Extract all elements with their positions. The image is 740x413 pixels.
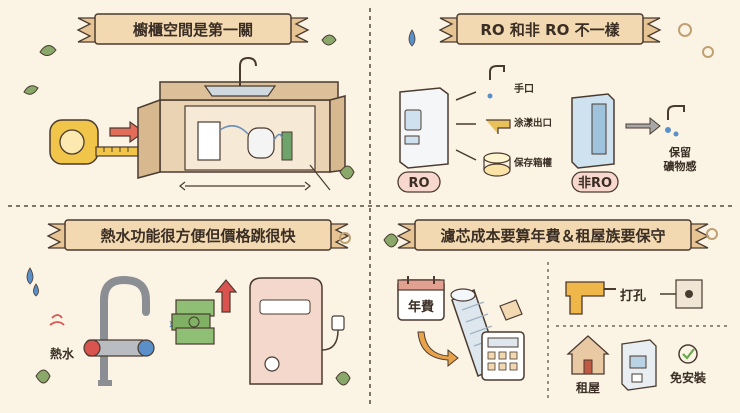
drill-label: 打孔 — [620, 288, 646, 304]
leaf-icon — [335, 371, 351, 386]
faucet-icon — [667, 105, 685, 120]
tape-measure-icon — [49, 119, 139, 165]
arrow-icon — [455, 91, 477, 101]
ro-badge — [397, 171, 441, 193]
leaf-icon — [321, 34, 337, 46]
hot-water-dispenser-icon — [249, 277, 345, 385]
sink-cabinet-illustration — [137, 56, 346, 191]
check-circle-icon — [678, 344, 698, 364]
calendar-icon — [397, 276, 445, 321]
hot-water-label: 熱水 — [50, 346, 75, 361]
gear-icon — [702, 46, 714, 58]
water-drop-icon — [665, 127, 671, 133]
non-ro-purifier-icon — [571, 93, 615, 169]
panel-hot-water: 熱水功能很方便但價格跳很快 熱水 ❄ — [26, 219, 351, 386]
non-ro-note-line2: 礦物感 — [664, 159, 697, 173]
water-drop-icon — [26, 267, 34, 285]
panel-cabinet-space: 櫥櫃空間是第一關 — [23, 13, 355, 191]
panel-filter-cost: 濾芯成本要算年費＆租屋族要保守 年費 — [383, 219, 728, 400]
leaf-icon — [35, 369, 51, 384]
ro-badge-label: RO — [408, 176, 429, 191]
house-icon — [566, 335, 610, 375]
output-label-1: 手口 — [514, 82, 534, 95]
panel-ro-vs-non-ro: RO 和非 RO 不一樣 RO 手口 涂漾出口 保存箱權 非RO — [397, 13, 714, 193]
leaf-icon — [383, 233, 399, 248]
install-label: 免安裝 — [670, 370, 707, 385]
panel-title-hot-water: 熱水功能很方便但價格跳很快 — [100, 227, 296, 245]
panel-title-filter-cost: 濾芯成本要算年費＆租屋族要保守 — [440, 227, 665, 245]
rental-label: 租屋 — [576, 381, 600, 395]
storage-tank-icon — [483, 163, 511, 177]
check-icon — [682, 348, 695, 360]
calculator-icon — [481, 331, 525, 381]
water-drop-icon — [673, 131, 679, 137]
water-drop-icon — [33, 283, 39, 297]
tap-icon — [486, 119, 511, 134]
banner-filter-cost: 濾芯成本要算年費＆租屋族要保守 — [396, 219, 710, 251]
drill-icon — [565, 281, 616, 315]
arrow-curve-icon — [417, 331, 459, 368]
wall-hole-icon — [660, 279, 703, 309]
arrow-right-icon — [625, 116, 661, 136]
banner-hot-water: 熱水功能很方便但價格跳很快 — [46, 219, 350, 251]
gear-icon — [339, 232, 351, 244]
banner-ro: RO 和非 RO 不一樣 — [438, 13, 662, 45]
water-drop-icon — [408, 29, 416, 47]
arrow-icon — [455, 149, 477, 161]
non-ro-note-line1: 保留 — [668, 145, 691, 159]
panel-title-cabinet: 櫥櫃空間是第一關 — [133, 21, 253, 39]
output-label-2: 涂漾出口 — [514, 117, 552, 129]
faucet-icon — [489, 65, 505, 80]
hot-cold-faucet-icon — [83, 275, 155, 386]
leaf-icon — [339, 165, 355, 180]
non-ro-badge-label: 非RO — [578, 175, 612, 191]
money-stack-icon — [171, 299, 215, 345]
water-drop-icon — [487, 93, 493, 99]
calendar-label: 年費 — [408, 299, 434, 315]
arrow-right-icon — [109, 120, 146, 144]
arrow-up-icon — [214, 279, 238, 313]
gear-icon — [678, 23, 692, 37]
leaf-icon — [23, 85, 39, 95]
countertop-purifier-icon — [621, 339, 657, 391]
ro-purifier-icon — [399, 87, 449, 169]
banner-cabinet: 櫥櫃空間是第一關 — [76, 13, 310, 45]
non-ro-badge — [571, 171, 619, 193]
steam-icon — [49, 314, 65, 326]
output-label-3: 保存箱權 — [513, 157, 553, 169]
panel-title-ro: RO 和非 RO 不一樣 — [480, 21, 620, 39]
price-tag-icon — [499, 299, 523, 321]
leaf-icon — [39, 45, 57, 56]
gear-icon — [706, 228, 718, 240]
